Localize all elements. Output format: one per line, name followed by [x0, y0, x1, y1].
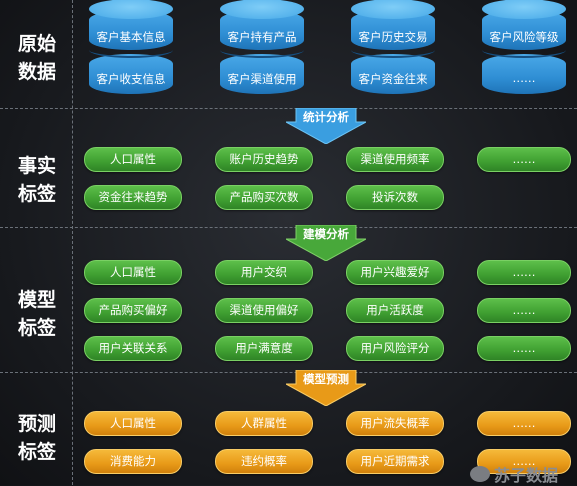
model-tag-pill: …… [477, 336, 571, 361]
section-label-raw-data: 原始 数据 [17, 33, 56, 83]
flow-arrow: 模型预测 [286, 370, 366, 406]
database-label: 客户持有产品 [227, 30, 297, 44]
model-tag-pill: 渠道使用偏好 [215, 298, 313, 323]
vertical-divider [72, 0, 73, 485]
model-tag-pill: 用户满意度 [215, 336, 313, 361]
flow-arrow: 建模分析 [286, 225, 366, 261]
database-cylinder: 客户持有产品 客户渠道使用 [220, 0, 304, 104]
model-tag-pill: 用户风险评分 [346, 336, 444, 361]
database-label: 客户基本信息 [96, 30, 166, 44]
model-tag-pill: 人口属性 [84, 260, 182, 285]
fact-tag-pill: …… [477, 147, 571, 172]
model-tag-pill: 用户关联关系 [84, 336, 182, 361]
section-label-predict-tags: 预测 标签 [17, 413, 56, 463]
arrow-label: 模型预测 [303, 372, 349, 386]
divider-raw-fact [0, 108, 577, 109]
model-tag-pill: 产品购买偏好 [84, 298, 182, 323]
down-arrow-icon [286, 370, 366, 406]
section-label-fact-tags: 事实 标签 [17, 155, 56, 205]
watermark: 苏子数据 [494, 466, 559, 485]
wechat-icon [470, 466, 490, 482]
fact-tag-pill: 人口属性 [84, 147, 182, 172]
predict-tag-pill: 用户近期需求 [346, 449, 444, 474]
predict-tag-pill: …… [477, 411, 571, 436]
flow-arrow: 统计分析 [286, 108, 366, 144]
fact-tag-pill: 资金往来趋势 [84, 185, 182, 210]
fact-tag-pill: 投诉次数 [346, 185, 444, 210]
database-label: 客户渠道使用 [227, 72, 297, 86]
database-cylinder: 客户风险等级 …… [482, 0, 566, 104]
fact-tag-pill: 渠道使用频率 [346, 147, 444, 172]
predict-tag-pill: …… [477, 449, 571, 474]
database-label: 客户资金往来 [358, 72, 428, 86]
arrow-label: 建模分析 [303, 227, 349, 241]
database-label: 客户收支信息 [96, 72, 166, 86]
predict-tag-pill: 违约概率 [215, 449, 313, 474]
down-arrow-icon [286, 108, 366, 144]
divider-fact-model [0, 227, 577, 228]
predict-tag-pill: 人口属性 [84, 411, 182, 436]
database-cylinder: 客户历史交易 客户资金往来 [351, 0, 435, 104]
model-tag-pill: …… [477, 260, 571, 285]
database-label: …… [512, 71, 536, 85]
database-cylinder: 客户基本信息 客户收支信息 [89, 0, 173, 104]
model-tag-pill: …… [477, 298, 571, 323]
database-label: 客户历史交易 [358, 30, 428, 44]
section-label-model-tags: 模型 标签 [17, 289, 56, 339]
model-tag-pill: 用户活跃度 [346, 298, 444, 323]
model-tag-pill: 用户交织 [215, 260, 313, 285]
down-arrow-icon [286, 225, 366, 261]
arrow-label: 统计分析 [303, 110, 349, 124]
model-tag-pill: 用户兴趣爱好 [346, 260, 444, 285]
fact-tag-pill: 账户历史趋势 [215, 147, 313, 172]
predict-tag-pill: 用户流失概率 [346, 411, 444, 436]
predict-tag-pill: 消费能力 [84, 449, 182, 474]
predict-tag-pill: 人群属性 [215, 411, 313, 436]
divider-model-predict [0, 372, 577, 373]
database-label: 客户风险等级 [489, 30, 559, 44]
fact-tag-pill: 产品购买次数 [215, 185, 313, 210]
